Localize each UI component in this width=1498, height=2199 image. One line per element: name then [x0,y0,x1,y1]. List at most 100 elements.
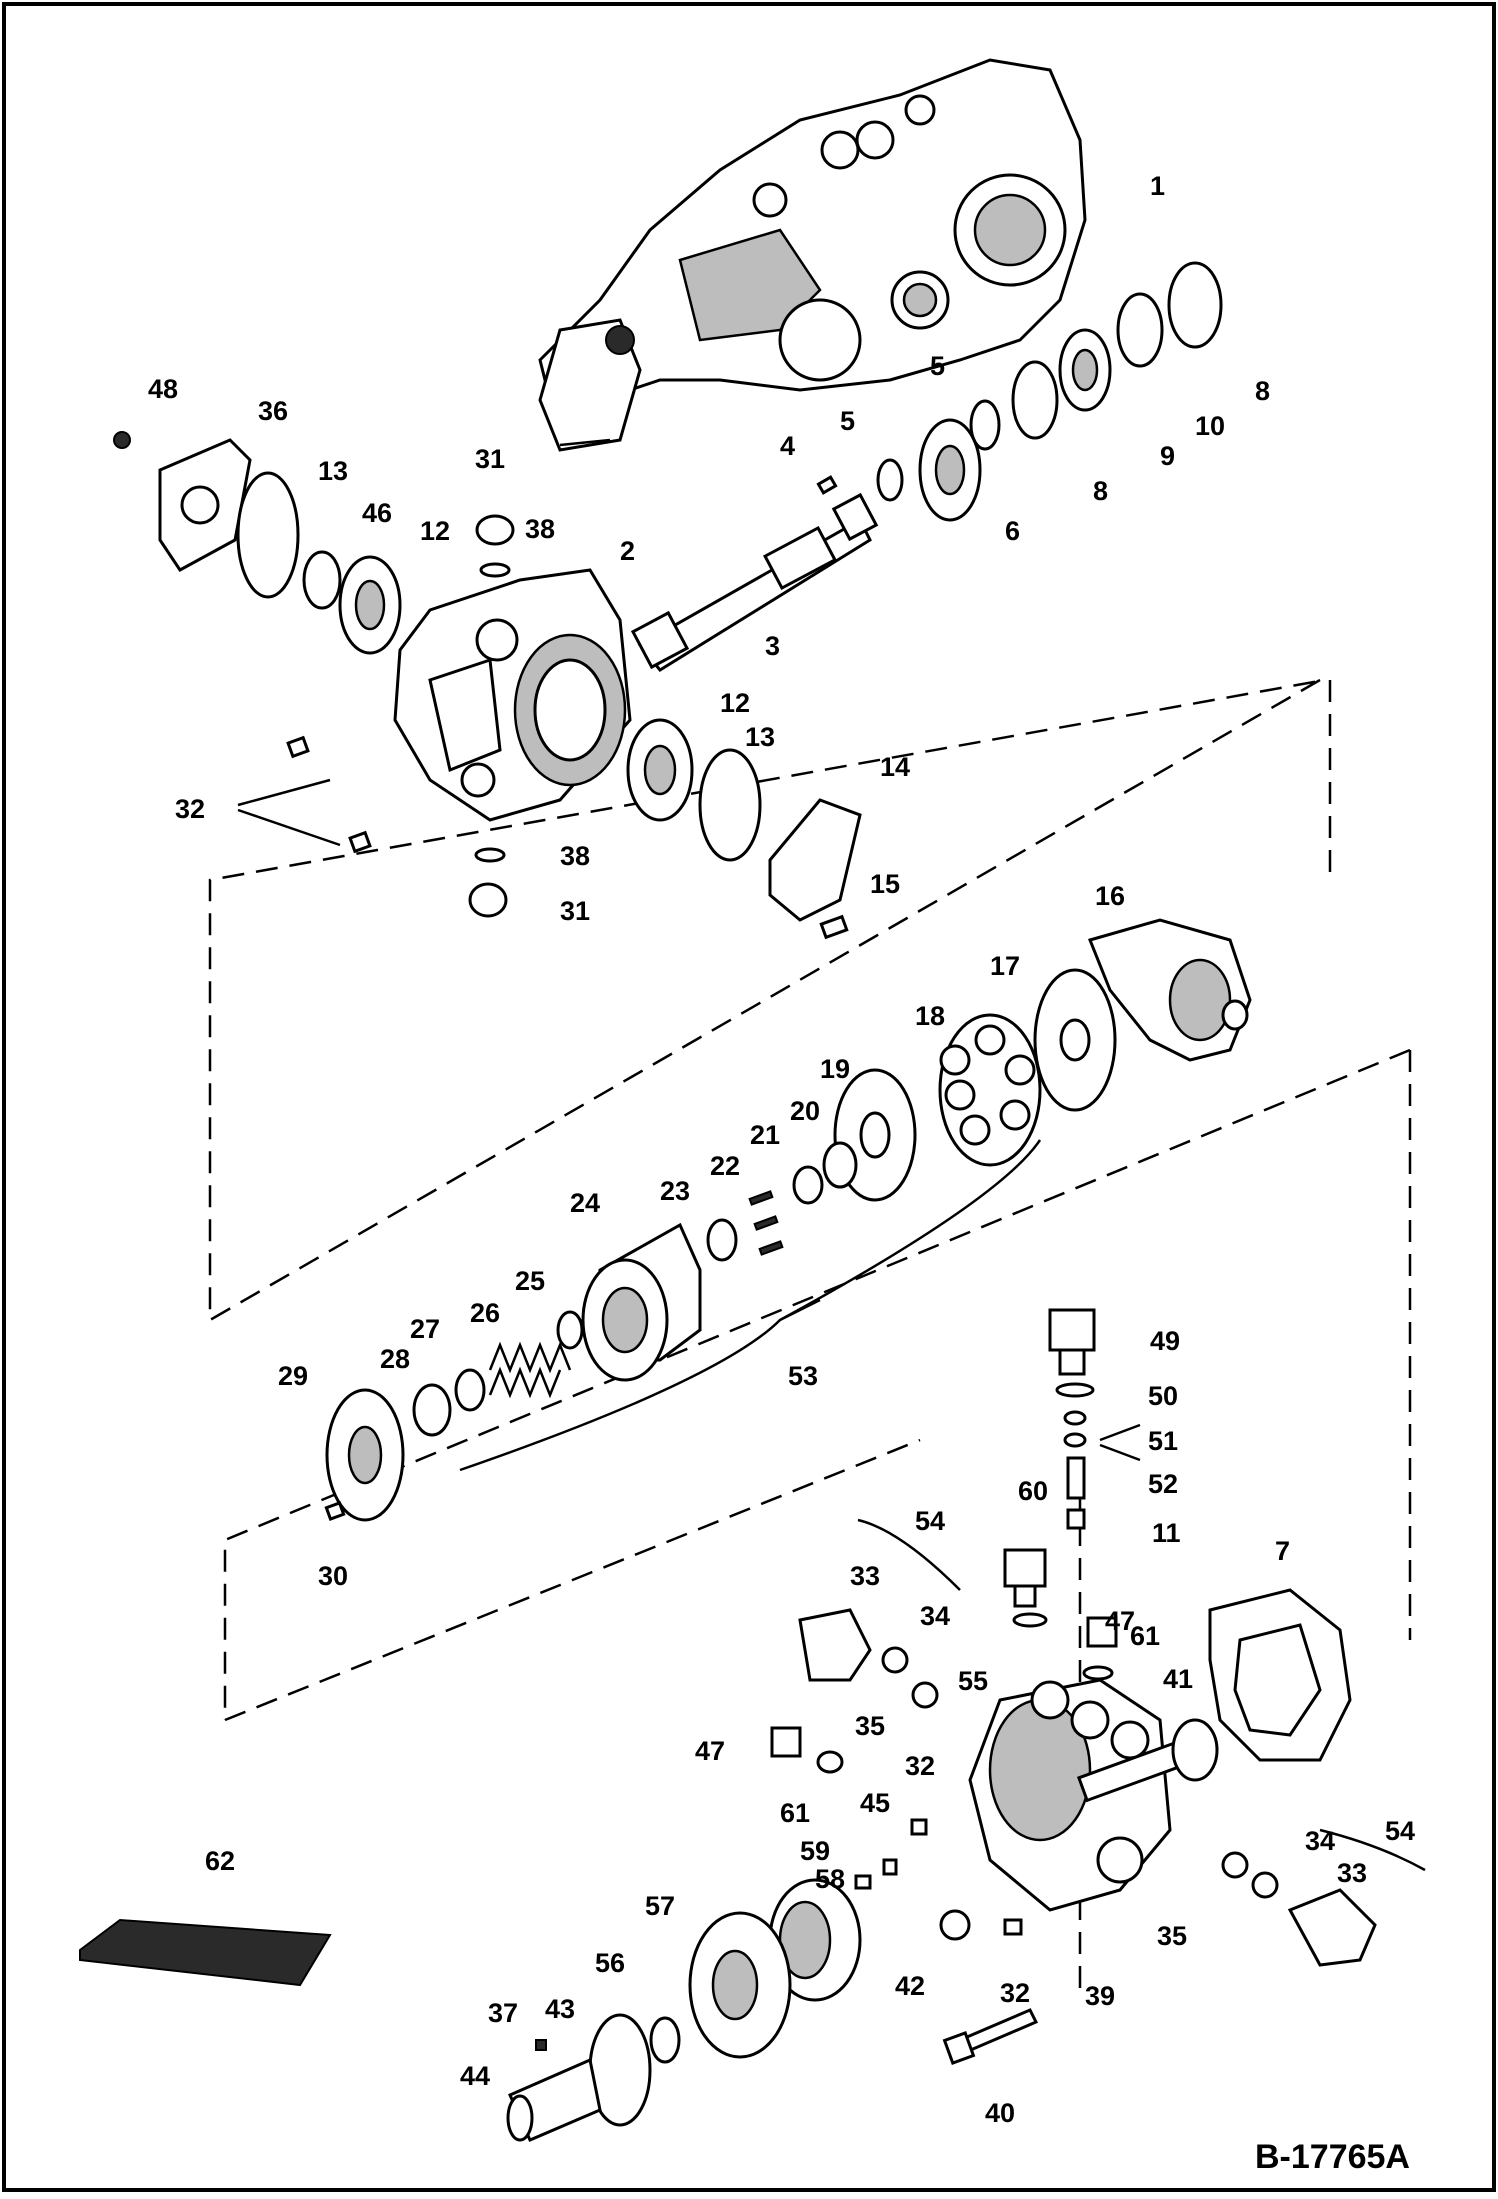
callout-10: 10 [1195,411,1225,441]
kit-bracket [1319,1828,1426,1872]
callout-44: 44 [460,2061,490,2091]
callout-47: 47 [1105,1606,1135,1636]
kit-bracket [857,1518,961,1591]
callout-30: 30 [318,1561,348,1591]
callout-38: 38 [560,841,590,871]
callout-46: 46 [362,498,392,528]
o-ring [479,562,511,578]
pump-housing [393,568,632,822]
callout-31: 31 [560,896,590,926]
callout-13: 13 [745,722,775,752]
callout-labels: 1234556891084836134612313832121314153831… [148,171,1415,2128]
charge-pump-body [968,1678,1184,1912]
callout-15: 15 [870,869,900,899]
callout-54: 54 [1385,1816,1415,1846]
callout-45: 45 [860,1788,890,1818]
callout-55: 55 [958,1666,988,1696]
callout-12: 12 [420,516,450,546]
callout-11: 11 [1152,1518,1181,1548]
o-ring [1055,1382,1095,1398]
callout-61: 61 [1130,1621,1160,1651]
key [816,475,838,495]
pin [910,1818,928,1836]
key [535,2039,547,2051]
snap-ring [412,1383,452,1437]
callout-62: 62 [205,1846,235,1876]
o-ring [1251,1871,1279,1899]
callout-8: 8 [1255,376,1270,406]
callout-13: 13 [318,456,348,486]
kit-bracket [459,1139,1042,1472]
callout-32: 32 [1000,1978,1030,2008]
o-ring [649,2016,681,2064]
pistons [938,1013,1042,1167]
callout-50: 50 [1148,1381,1178,1411]
callout-33: 33 [1337,1858,1367,1888]
callout-34: 34 [1305,1826,1335,1856]
plug [1003,1548,1047,1588]
plug [1048,1308,1096,1352]
callout-32: 32 [175,794,205,824]
callout-35: 35 [855,1711,885,1741]
ring [556,1310,584,1350]
callout-51: 51 [1148,1426,1178,1456]
callout-26: 26 [470,1298,500,1328]
plug [475,514,515,546]
drawing-number: B-17765A [1255,2138,1410,2176]
callout-27: 27 [410,1314,440,1344]
o-ring [1012,1612,1048,1628]
o-ring [236,471,300,599]
ring [706,1218,738,1262]
pin [324,1501,346,1521]
callout-8: 8 [1093,476,1108,506]
plug [770,1726,802,1758]
callout-20: 20 [790,1096,820,1126]
callout-16: 16 [1095,881,1125,911]
callout-34: 34 [920,1601,950,1631]
callout-37: 37 [488,1998,518,2028]
hydrostatic-pump-assembly [538,58,1087,452]
callout-39: 39 [1085,1981,1115,2011]
callout-42: 42 [895,1971,925,2001]
seal [302,550,342,610]
o-ring [474,847,506,863]
callout-60: 60 [1018,1476,1048,1506]
decal [79,1918,332,1987]
snap-ring [1011,360,1059,440]
callout-31: 31 [475,444,505,474]
callout-6: 6 [1005,516,1020,546]
swashplate [1087,918,1252,1062]
o-ring [816,1750,844,1774]
callout-52: 52 [1148,1469,1178,1499]
callout-47: 47 [695,1736,725,1766]
callout-43: 43 [545,1994,575,2024]
dowel-pin [348,830,372,854]
washer [1116,292,1164,368]
callout-53: 53 [788,1361,818,1391]
callout-1: 1 [1150,171,1165,201]
callout-59: 59 [800,1836,830,1866]
callout-38: 38 [525,514,555,544]
ball [1066,1508,1086,1530]
callout-22: 22 [710,1151,740,1181]
callout-2: 2 [620,536,635,566]
cover-plate [768,798,862,922]
callout-58: 58 [815,1864,845,1894]
o-ring [939,1909,971,1941]
callout-56: 56 [595,1948,625,1978]
callout-57: 57 [645,1891,675,1921]
dowel-pin [286,735,310,759]
pin [1003,1918,1023,1936]
callout-24: 24 [570,1188,600,1218]
relief-valve [798,1608,872,1682]
pin [854,1874,872,1890]
callout-32: 32 [905,1751,935,1781]
callout-25: 25 [515,1266,545,1296]
callout-28: 28 [380,1344,410,1374]
callout-14: 14 [880,752,910,782]
o-ring [698,748,762,862]
callout-29: 29 [278,1361,308,1391]
